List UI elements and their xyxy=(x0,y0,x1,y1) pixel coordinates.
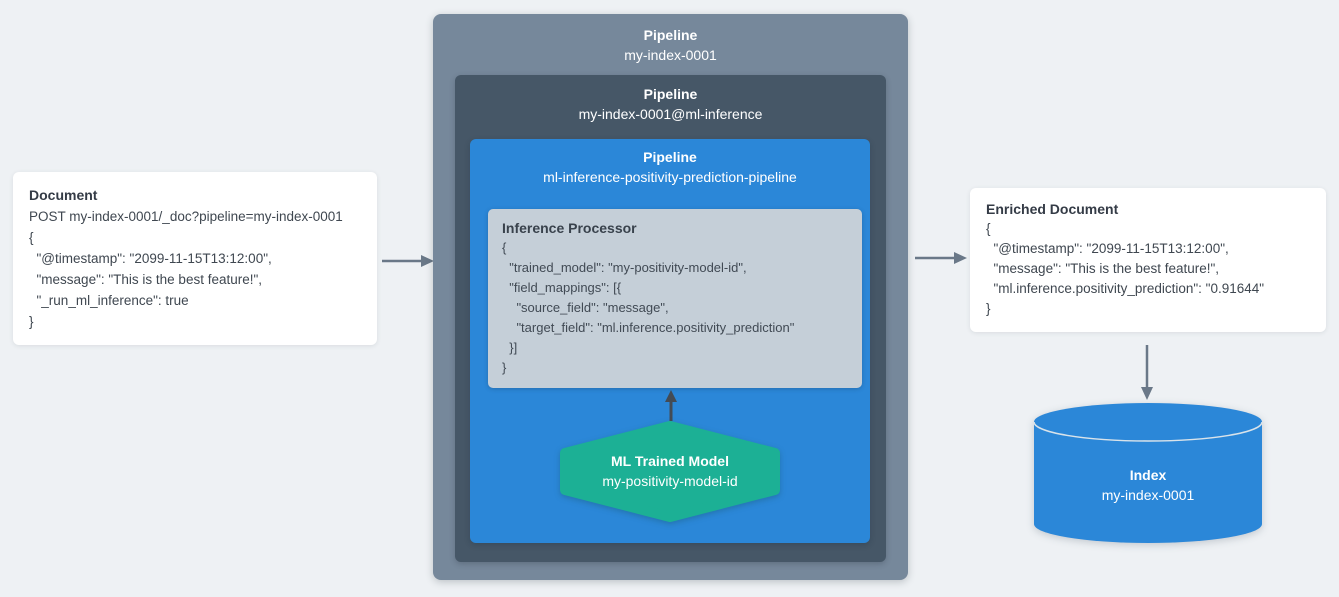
document-code-line: "@timestamp": "2099-11-15T13:12:00", xyxy=(29,251,272,266)
processor-code-line: "field_mappings": [{ xyxy=(502,280,622,295)
processor-code-line: { xyxy=(502,240,507,255)
pipeline-ml-inference-box: Pipeline my-index-0001@ml-inference Pipe… xyxy=(455,75,886,562)
pipeline-outer-label: Pipeline xyxy=(643,27,698,43)
arrow-right-icon xyxy=(382,255,434,267)
document-code-line: POST my-index-0001/_doc?pipeline=my-inde… xyxy=(29,209,343,224)
pipeline-outer-box: Pipeline my-index-0001 Pipeline my-index… xyxy=(433,14,908,580)
arrow-right-icon xyxy=(915,252,967,264)
enriched-document-title: Enriched Document xyxy=(986,201,1119,217)
pipeline-positivity-label: Pipeline xyxy=(643,149,697,165)
inference-processor-box: Inference Processor { "trained_model": "… xyxy=(488,209,862,388)
pipeline-ml-inference-label: Pipeline xyxy=(643,86,698,102)
enriched-code-line: "@timestamp": "2099-11-15T13:12:00", xyxy=(986,241,1229,256)
index-cylinder: Index my-index-0001 xyxy=(1033,400,1263,545)
document-card-title: Document xyxy=(29,187,98,203)
ml-trained-model-node: ML Trained Model my-positivity-model-id xyxy=(559,421,781,522)
processor-code-line: } xyxy=(502,360,507,375)
index-title: Index xyxy=(1129,466,1167,483)
ml-trained-model-title: ML Trained Model xyxy=(611,453,729,469)
document-card: Document POST my-index-0001/_doc?pipelin… xyxy=(13,172,377,345)
enriched-document-card: Enriched Document { "@timestamp": "2099-… xyxy=(970,188,1326,332)
ml-trained-model-name: my-positivity-model-id xyxy=(602,473,738,489)
processor-code-line: "target_field": "ml.inference.positivity… xyxy=(502,320,795,335)
enriched-code-line: "message": "This is the best feature!", xyxy=(986,261,1220,276)
enriched-code-line: { xyxy=(986,221,991,236)
arrow-up-icon xyxy=(665,390,677,421)
enriched-code-line: "ml.inference.positivity_prediction": "0… xyxy=(986,281,1265,296)
pipeline-positivity-box: Pipeline ml-inference-positivity-predict… xyxy=(470,139,870,543)
document-code-line: "_run_ml_inference": true xyxy=(29,293,189,308)
hexagon-shape xyxy=(560,421,780,522)
document-code-line: } xyxy=(29,314,34,329)
pipeline-positivity-name: ml-inference-positivity-prediction-pipel… xyxy=(543,169,797,185)
arrow-down-icon xyxy=(1141,345,1153,400)
pipeline-outer-name: my-index-0001 xyxy=(624,47,717,63)
document-code-line: "message": "This is the best feature!", xyxy=(29,272,263,287)
index-name: my-index-0001 xyxy=(1101,486,1195,503)
document-code-line: { xyxy=(29,230,34,245)
database-cylinder-shape xyxy=(1033,403,1263,543)
enriched-code-line: } xyxy=(986,301,991,316)
inference-processor-title: Inference Processor xyxy=(502,220,637,236)
processor-code-line: "trained_model": "my-positivity-model-id… xyxy=(502,260,747,275)
processor-code-line: }] xyxy=(502,340,518,355)
processor-code-line: "source_field": "message", xyxy=(502,300,669,315)
pipeline-ml-inference-name: my-index-0001@ml-inference xyxy=(578,106,763,122)
